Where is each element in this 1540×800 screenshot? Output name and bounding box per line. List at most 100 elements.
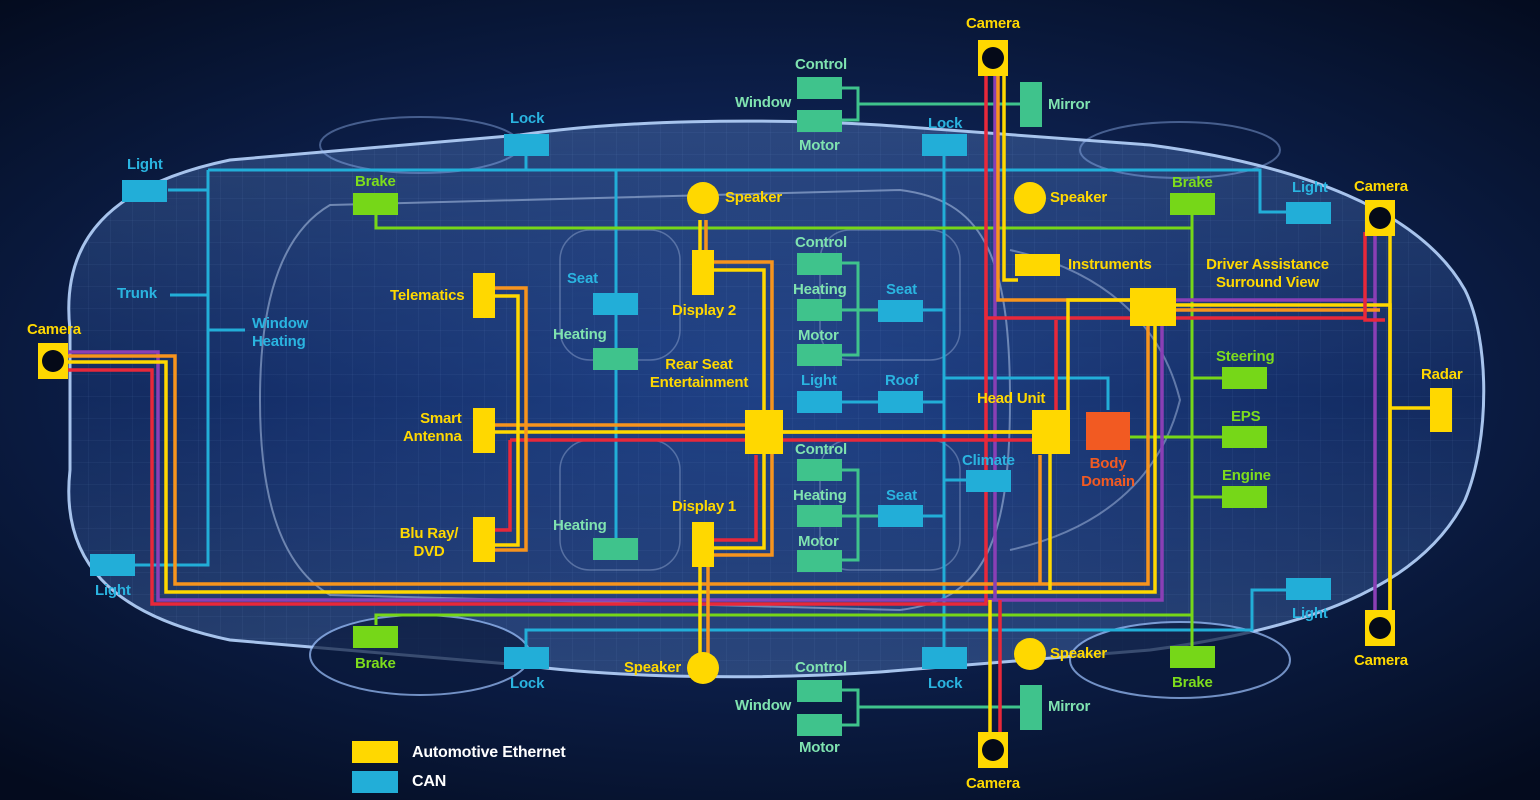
lock-top-right-node xyxy=(922,134,967,156)
label-smart-antenna: Smart Antenna xyxy=(403,410,462,446)
seat-mid-bottom-node xyxy=(878,505,923,527)
climate-node xyxy=(966,470,1011,492)
label-bluray-line2: DVD xyxy=(413,543,445,560)
roof-node xyxy=(878,391,923,413)
light-bottom-left-node xyxy=(90,554,135,576)
mirror-bottom-node xyxy=(1020,685,1042,730)
label-window-heating-line1: Window xyxy=(252,315,309,332)
speaker-bottom-right-node xyxy=(1014,638,1046,670)
label-mirror-top: Mirror xyxy=(1048,96,1091,113)
label-radar: Radar xyxy=(1421,366,1463,383)
heating-mid-top-node xyxy=(797,299,842,321)
label-driver-assistance-line1: Driver Assistance xyxy=(1206,256,1329,273)
label-window-heating: Window Heating xyxy=(252,315,308,351)
label-instruments: Instruments xyxy=(1068,256,1152,273)
label-mirror-bottom: Mirror xyxy=(1048,698,1091,715)
label-motor-top: Motor xyxy=(799,137,840,154)
label-seat-mid-bottom: Seat xyxy=(886,487,917,504)
label-camera-top: Camera xyxy=(966,15,1020,32)
smart-antenna-node xyxy=(473,408,495,453)
motor-mid-bottom-node xyxy=(797,550,842,572)
bluray-dvd-node xyxy=(473,517,495,562)
label-bluray-dvd: Blu Ray/ DVD xyxy=(396,525,462,561)
ethernet-bundles xyxy=(66,76,1430,735)
label-seat-rear: Seat xyxy=(567,270,598,287)
label-window-top: Window xyxy=(735,94,792,111)
label-control-mid-bottom: Control xyxy=(795,441,847,458)
label-light-bottom-right: Light xyxy=(1292,605,1328,622)
camera-bottom-node xyxy=(978,732,1008,768)
motor-bottom-node xyxy=(797,714,842,736)
brake-top-right-node xyxy=(1170,193,1215,215)
lock-bottom-right-node xyxy=(922,647,967,669)
label-engine: Engine xyxy=(1222,467,1271,484)
radar-node xyxy=(1430,388,1452,432)
label-telematics: Telematics xyxy=(390,287,465,304)
label-driver-assistance-line2: Surround View xyxy=(1216,274,1319,291)
steering-node xyxy=(1222,367,1267,389)
label-control-top: Control xyxy=(795,56,847,73)
lock-bottom-left-node xyxy=(504,647,549,669)
light-mid-node xyxy=(797,391,842,413)
heating-mid-bottom-node xyxy=(797,505,842,527)
label-control-bottom: Control xyxy=(795,659,847,676)
label-speaker-top-right: Speaker xyxy=(1050,189,1107,206)
label-lock-bottom-right: Lock xyxy=(928,675,963,692)
telematics-node xyxy=(473,273,495,318)
eps-node xyxy=(1222,426,1267,448)
camera-left-node xyxy=(38,343,68,379)
head-unit-node xyxy=(1032,410,1070,454)
label-climate: Climate xyxy=(962,452,1015,469)
seat-mid-top-node xyxy=(878,300,923,322)
driver-assistance-node xyxy=(1130,288,1176,326)
label-window-heating-line2: Heating xyxy=(252,333,306,350)
label-display-2: Display 2 xyxy=(672,302,737,319)
heating-rear-top-node xyxy=(593,348,638,370)
label-rear-seat-entertainment: Rear Seat Entertainment xyxy=(640,356,758,392)
lock-top-left-node xyxy=(504,134,549,156)
label-heating-rear-top: Heating xyxy=(553,326,607,343)
camera-top-node xyxy=(978,40,1008,76)
body-network-lines xyxy=(374,215,1222,658)
engine-node xyxy=(1222,486,1267,508)
label-brake-top-left: Brake xyxy=(355,173,396,190)
light-top-right-node xyxy=(1286,202,1331,224)
label-display-1: Display 1 xyxy=(672,498,737,515)
label-light-top-left: Light xyxy=(127,156,163,173)
label-light-mid: Light xyxy=(801,372,837,389)
control-mid-top-node xyxy=(797,253,842,275)
label-head-unit: Head Unit xyxy=(977,390,1046,407)
label-heating-mid-bottom: Heating xyxy=(793,487,847,504)
camera-right-bottom-node xyxy=(1365,610,1395,646)
heating-rear-bottom-node xyxy=(593,538,638,560)
label-heating-mid-top: Heating xyxy=(793,281,847,298)
legend-can-swatch xyxy=(352,771,398,793)
label-rear-seat-line2: Entertainment xyxy=(649,374,749,391)
car-silhouette xyxy=(67,116,1486,699)
label-seat-mid-top: Seat xyxy=(886,281,917,298)
can-bus-lines xyxy=(135,155,1290,658)
label-bluray-line1: Blu Ray/ xyxy=(399,525,459,542)
label-rear-seat-line1: Rear Seat xyxy=(665,356,733,373)
rear-seat-entertainment-node xyxy=(745,410,783,454)
mirror-top-node xyxy=(1020,82,1042,127)
label-lock-top-left: Lock xyxy=(510,110,545,127)
label-light-top-right: Light xyxy=(1292,179,1328,196)
label-body-domain-line1: Body xyxy=(1089,455,1127,472)
legend-ethernet-label: Automotive Ethernet xyxy=(412,744,566,761)
label-motor-mid-top: Motor xyxy=(798,327,839,344)
brake-bottom-right-node xyxy=(1170,646,1215,668)
label-lock-top-right: Lock xyxy=(928,115,963,132)
legend-ethernet-swatch xyxy=(352,741,398,763)
label-heating-rear-bottom: Heating xyxy=(553,517,607,534)
seat-rear-node xyxy=(593,293,638,315)
label-speaker-top-mid: Speaker xyxy=(725,189,782,206)
display-1-node xyxy=(692,522,714,567)
label-motor-mid-bottom: Motor xyxy=(798,533,839,550)
label-camera-left: Camera xyxy=(27,321,81,338)
label-control-mid-top: Control xyxy=(795,234,847,251)
motor-mid-top-node xyxy=(797,344,842,366)
control-mid-bottom-node xyxy=(797,459,842,481)
